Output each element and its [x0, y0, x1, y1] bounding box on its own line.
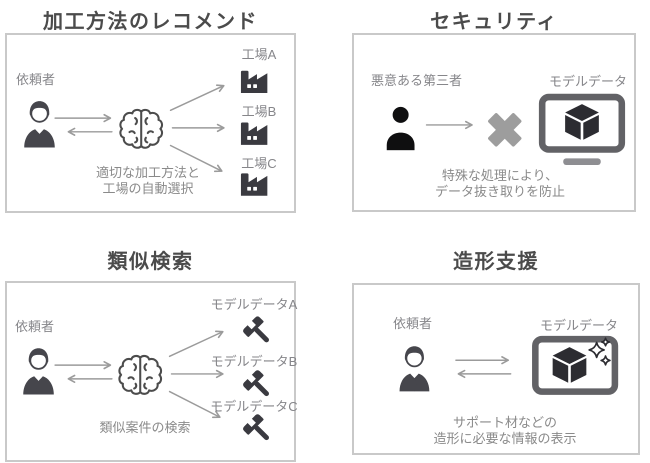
model-data-label: モデルデータ — [548, 74, 627, 89]
similar-caption: 類似案件の検索 — [99, 420, 191, 435]
panel-similar-box: 依頼者 モデルデータA モデルデータB モデルデータC 類似案件の検索 — [5, 281, 298, 462]
panel-security-title: セキュリティ — [430, 11, 558, 33]
hammer-a-icon — [241, 315, 274, 347]
support-diagram-layer — [398, 285, 638, 453]
attacker-label: 悪意ある第三者 — [371, 73, 463, 88]
requester-person-icon — [22, 347, 55, 395]
recommend-caption: 適切な加工方法と 工場の自動選択 — [67, 165, 229, 196]
factory-a-icon — [240, 70, 268, 94]
panel-modeling-support: 造形支援 依頼者 モデルデータ サポート材などの 造形に必要な情報の表示 — [352, 238, 640, 458]
recommend-caption-line1: 適切な加工方法と — [95, 165, 200, 180]
model-b-label: モデルデータB — [210, 354, 298, 369]
x-mark-icon — [483, 108, 527, 152]
similar-diagram-layer — [22, 315, 274, 445]
brain-icon — [118, 354, 163, 395]
panel-security-box: 悪意ある第三者 モデルデータ 特殊な処理により、 データ抜き取りを防止 — [352, 33, 636, 212]
requester-person-icon — [398, 345, 431, 392]
panel-recommend-title: 加工方法のレコメンド — [43, 11, 258, 33]
arrow-to-model-a-icon — [168, 330, 224, 358]
security-caption: 特殊な処理により、 データ抜き取りを防止 — [416, 168, 584, 199]
panel-recommend: 加工方法のレコメンド 依頼者 工場A 工場B 工場C 適切な加工方法と 工場の自… — [5, 0, 296, 213]
panel-similar-title: 類似検索 — [107, 251, 194, 273]
model-a-label: モデルデータA — [210, 297, 298, 312]
factory-c-label: 工場C — [241, 156, 277, 171]
arrow-to-factory-a-icon — [169, 84, 225, 112]
requester-label: 依頼者 — [393, 316, 433, 331]
factory-b-label: 工場B — [241, 104, 277, 119]
factory-c-icon — [240, 173, 268, 196]
monitor-cube-icon — [542, 97, 622, 165]
panel-recommend-box: 依頼者 工場A 工場B 工場C 適切な加工方法と 工場の自動選択 — [5, 33, 296, 213]
recommend-caption-line2: 工場の自動選択 — [102, 180, 194, 196]
requester-person-icon — [23, 100, 56, 148]
panel-support-box: 依頼者 モデルデータ サポート材などの 造形に必要な情報の表示 — [352, 283, 640, 455]
arrow-to-factory-c-icon — [169, 144, 223, 173]
panel-support-title: 造形支援 — [453, 251, 539, 273]
monitor-cube-sparkle-icon — [535, 338, 615, 391]
security-caption-line1: 特殊な処理により、 — [441, 168, 559, 183]
support-caption: サポート材などの 造形に必要な情報の表示 — [424, 415, 586, 446]
model-c-label: モデルデータC — [210, 399, 298, 414]
support-caption-line2: 造形に必要な情報の表示 — [433, 430, 577, 446]
recommend-diagram-layer — [23, 70, 268, 196]
requester-label: 依頼者 — [16, 72, 56, 87]
model-data-label: モデルデータ — [539, 318, 618, 333]
requester-label: 依頼者 — [15, 319, 55, 334]
support-caption-line1: サポート材などの — [452, 415, 557, 430]
arrow-to-model-c-icon — [168, 390, 221, 419]
security-caption-line2: データ抜き取りを防止 — [434, 183, 565, 199]
attacker-person-silhouette-icon — [386, 106, 415, 151]
panel-security: セキュリティ 悪意ある第三者 モデルデータ 特殊な処理により、 データ抜き取りを… — [352, 0, 636, 212]
factory-b-icon — [240, 122, 268, 145]
security-diagram-layer — [386, 35, 634, 210]
brain-icon — [119, 108, 164, 149]
hammer-c-icon — [241, 413, 274, 445]
panel-similar-search: 類似検索 依頼者 モデルデータA モデルデータB モデルデータC 類似案件の検索 — [5, 238, 298, 463]
factory-a-label: 工場A — [241, 47, 277, 62]
